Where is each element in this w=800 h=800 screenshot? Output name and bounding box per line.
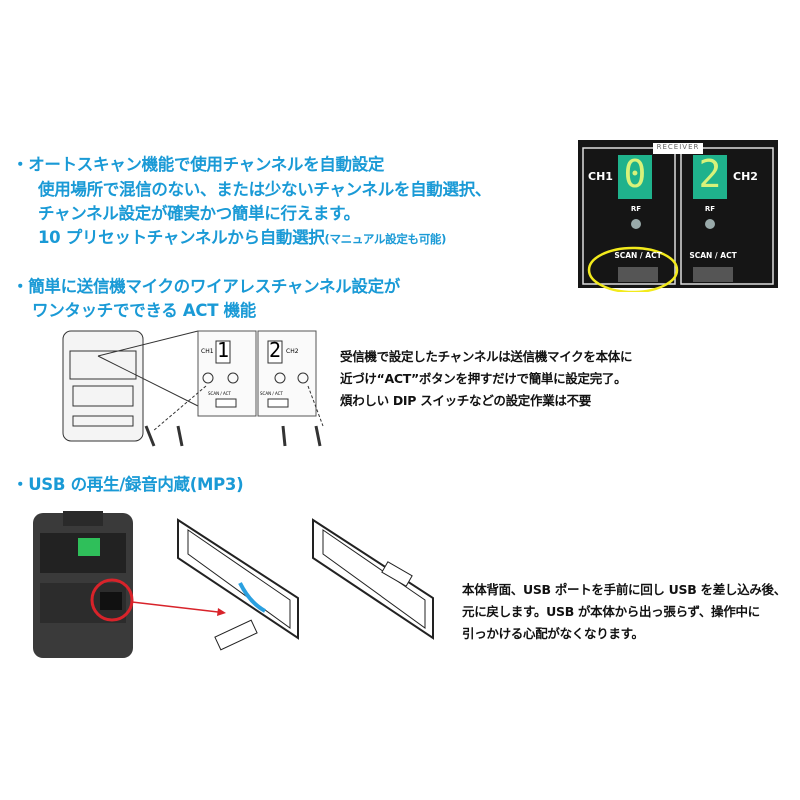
scan-act-label-1: SCAN / ACT — [614, 251, 662, 260]
scan-act-label-2: SCAN / ACT — [689, 251, 737, 260]
description-line: 引っかける心配がなくなります。 — [462, 626, 644, 641]
act-description: 受信機で設定したチャンネルは送信機マイクを本体に 近づけ“ACT”ボタンを押すだ… — [340, 346, 632, 412]
ch2-digit: 2 — [698, 152, 722, 196]
receiver-panel-photo: RECEIVER CH1 0 CH2 2 RF RF SCAN / ACT SC… — [578, 140, 778, 294]
line4-note: (マニュアル設定も可能) — [324, 232, 447, 246]
act-diagram: CH1 1 CH2 2 SCAN / ACT SCAN / ACT — [58, 326, 328, 456]
section2-line2: ワンタッチでできる ACT 機能 — [32, 301, 256, 320]
heading-text: オートスキャン機能で使用チャンネルを自動設定 — [28, 155, 385, 174]
diagram-ch2: CH2 — [286, 348, 299, 355]
section3-heading: ・USB の再生/録音内蔵(MP3) — [12, 471, 244, 495]
description-line: 近づけ“ACT”ボタンを押すだけで簡単に設定完了。 — [340, 371, 627, 386]
section2-heading: ・簡単に送信機マイクのワイアレスチャンネル設定が — [12, 273, 400, 297]
ch1-digit: 0 — [623, 152, 647, 196]
diagram-digit2: 2 — [268, 338, 282, 362]
ch2-label: CH2 — [733, 170, 758, 183]
section1-heading: ・オートスキャン機能で使用チャンネルを自動設定 — [12, 151, 384, 175]
description-line: 元に戻します。USB が本体から出っ張らず、操作中に — [462, 604, 760, 619]
heading-text: 簡単に送信機マイクのワイアレスチャンネル設定が — [28, 277, 400, 296]
diagram-button-2: SCAN / ACT — [260, 391, 283, 396]
description-line: 本体背面、USB ポートを手前に回し USB を差し込み後、 — [462, 582, 786, 597]
diagram-button-1: SCAN / ACT — [208, 391, 231, 396]
usb-description: 本体背面、USB ポートを手前に回し USB を差し込み後、 元に戻します。US… — [462, 579, 786, 645]
act-diagram-graphic — [62, 330, 324, 447]
rf-label-1: RF — [630, 205, 642, 213]
bullet: ・ — [12, 277, 29, 296]
bullet: ・ — [12, 155, 29, 174]
heading-text: USB の再生/録音内蔵(MP3) — [28, 475, 244, 494]
diagram-ch1: CH1 — [201, 348, 214, 355]
receiver-title: RECEIVER — [656, 143, 700, 151]
section1-line4: 10 プリセットチャンネルから自動選択(マニュアル設定も可能) — [38, 224, 446, 248]
usb-illustration-graphic — [33, 511, 434, 658]
bullet: ・ — [12, 475, 29, 494]
description-line: 煩わしい DIP スイッチなどの設定作業は不要 — [340, 393, 591, 408]
diagram-digit1: 1 — [216, 338, 230, 362]
usb-illustration — [28, 508, 448, 668]
section1-line3: チャンネル設定が確実かつ簡単に行えます。 — [38, 204, 360, 223]
ch1-label: CH1 — [588, 170, 613, 183]
rf-label-2: RF — [704, 205, 716, 213]
receiver-panel-graphic — [578, 140, 778, 294]
line4-text: 10 プリセットチャンネルから自動選択 — [38, 228, 325, 247]
description-line: 受信機で設定したチャンネルは送信機マイクを本体に — [340, 349, 633, 364]
section1-line2: 使用場所で混信のない、または少ないチャンネルを自動選択、 — [38, 180, 492, 199]
